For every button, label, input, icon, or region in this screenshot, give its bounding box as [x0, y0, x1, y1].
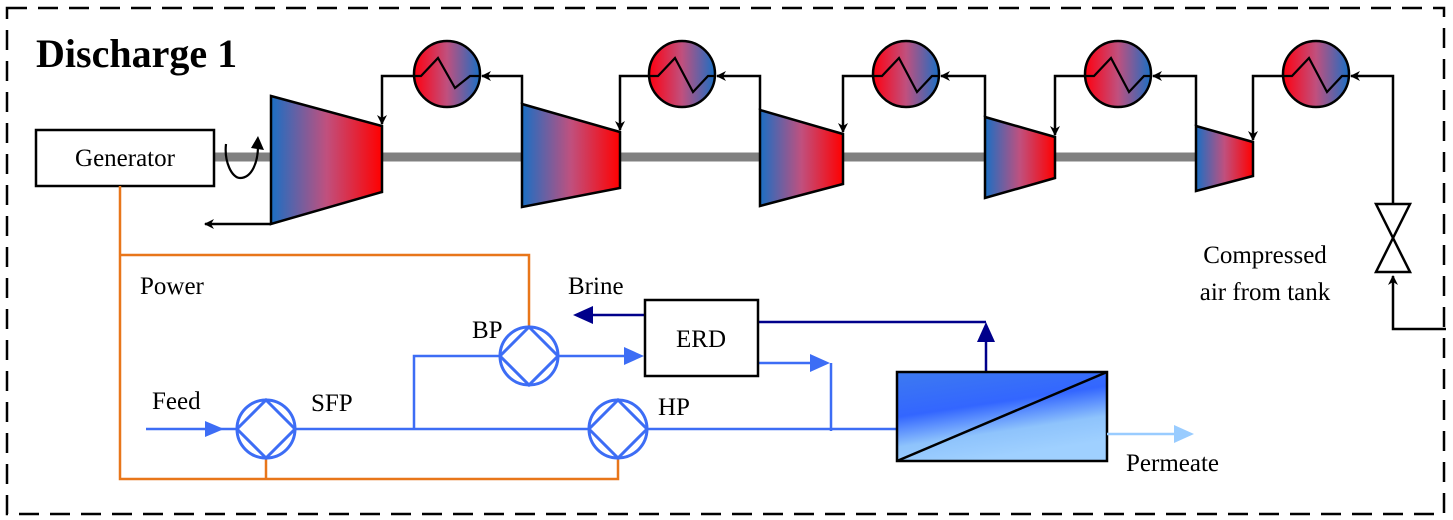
diagram-title: Discharge 1 — [36, 31, 237, 76]
brine-arrow — [573, 306, 593, 324]
turbine-stage-4 — [983, 115, 1057, 200]
heat-exchanger-3 — [871, 39, 941, 109]
hp-label: HP — [658, 394, 690, 421]
heat-exchanger-5 — [1281, 39, 1351, 109]
rotation-icon — [224, 136, 264, 180]
generator: Generator — [34, 128, 216, 188]
compressed-air-label-line1: Compressed — [1203, 242, 1327, 269]
ro-membrane — [895, 370, 1109, 463]
heat-exchanger-1 — [412, 39, 482, 109]
bp-label: BP — [472, 317, 503, 344]
boundary-dashed — [5, 6, 1446, 516]
power-label: Power — [140, 273, 205, 300]
throttle-valve — [1373, 202, 1413, 274]
air-flow-lines — [377, 71, 1446, 331]
brine-lines — [590, 313, 988, 372]
pump-hp — [586, 397, 650, 461]
sfp-label: SFP — [311, 390, 353, 417]
bp-to-erd-arrow — [624, 347, 644, 365]
brine-label: Brine — [568, 273, 624, 300]
erd-box: ERD — [643, 298, 760, 378]
erd-to-membrane-arrow — [810, 354, 830, 372]
heat-exchanger-2 — [647, 39, 717, 109]
generator-label: Generator — [75, 145, 176, 172]
turbine-stage-1 — [269, 94, 384, 226]
heat-exchanger-4 — [1083, 39, 1153, 109]
turbine-stage-2 — [520, 102, 622, 209]
permeate-label: Permeate — [1126, 450, 1219, 477]
feed-arrow — [205, 421, 224, 437]
feed-label: Feed — [152, 388, 201, 415]
permeate-arrow — [1174, 425, 1194, 443]
pump-sfp — [234, 397, 298, 461]
compressed-air-label-line2: air from tank — [1200, 279, 1331, 306]
pump-bp — [497, 324, 561, 388]
feed-lines — [146, 354, 897, 431]
concentrate-arrow — [977, 322, 995, 342]
turbine-stage-3 — [758, 108, 845, 208]
erd-label: ERD — [676, 326, 726, 353]
turbine-stage-5 — [1194, 124, 1255, 193]
